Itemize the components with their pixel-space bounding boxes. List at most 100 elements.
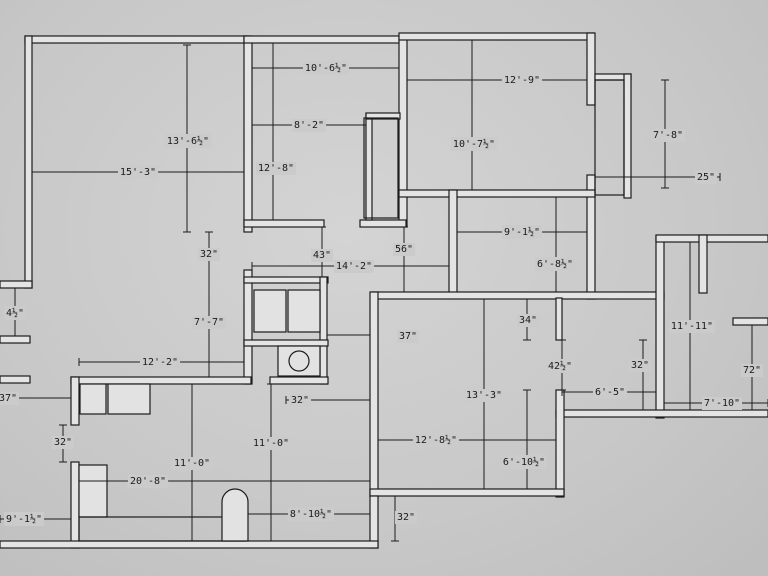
dimension-label: 8'-10½": [290, 508, 332, 520]
dimension-label: 10'-7½": [453, 138, 495, 150]
wall: [243, 339, 329, 347]
dimension-label: 11'-0": [253, 438, 289, 449]
label-background: [668, 320, 716, 333]
wall: [365, 112, 401, 120]
dimension-label: 14'-2": [336, 261, 372, 272]
label-background: [650, 129, 686, 142]
cabinet: [79, 383, 107, 415]
label-background: [310, 249, 334, 262]
label-background: [392, 243, 416, 256]
label-background: [250, 437, 292, 450]
cabinet: [287, 289, 321, 333]
wall: [655, 235, 665, 419]
label-background: [288, 394, 312, 407]
wall: [398, 189, 596, 198]
label-background: [701, 397, 743, 410]
dimension-label: 72": [743, 365, 761, 376]
dimension-label: 6'-10½": [503, 456, 545, 468]
label-background: [516, 314, 540, 327]
dimension-label: 42½": [548, 360, 572, 372]
wall: [732, 317, 768, 326]
label-background: [501, 74, 543, 87]
wall: [269, 376, 329, 385]
dimension-label: 11'-0": [174, 458, 210, 469]
wall: [243, 269, 253, 385]
wall: [586, 32, 596, 106]
label-background: [139, 356, 181, 369]
dimension-label: 25": [697, 172, 715, 183]
wall: [24, 35, 248, 44]
dimension-label: 6'-5": [595, 387, 625, 398]
label-background: [694, 171, 718, 184]
closet: [594, 79, 625, 196]
arched-opening: [221, 488, 249, 542]
wall: [555, 389, 565, 498]
wall: [369, 488, 565, 497]
wall: [0, 375, 31, 384]
dimension-label: 12'-8½": [415, 434, 457, 446]
label-background: [394, 511, 418, 524]
dimension-label: 13'-6½": [167, 135, 209, 147]
label-background: [171, 457, 213, 470]
label-background: [191, 316, 227, 329]
label-background: [197, 248, 221, 261]
wall: [70, 376, 252, 385]
dimension-label: 12'-8": [258, 163, 294, 174]
label-background: [127, 475, 169, 488]
label-background: [592, 386, 628, 399]
wall: [243, 276, 329, 284]
dimension-label: 20'-8": [130, 476, 166, 487]
label-background: [628, 359, 652, 372]
wall: [0, 335, 31, 344]
wall: [655, 234, 768, 243]
dimension-label: 37": [399, 331, 417, 342]
dimension-label: 32": [291, 395, 309, 406]
label-background: [463, 389, 505, 402]
dimension-label: 4½": [6, 307, 24, 319]
wall: [70, 376, 80, 426]
wall: [698, 234, 708, 294]
label-background: [501, 225, 543, 239]
counter: [78, 516, 246, 542]
dimension-label: 9'-1½": [504, 226, 540, 238]
dimension-label: 13'-3": [466, 390, 502, 401]
wall: [243, 35, 407, 44]
label-background: [117, 166, 159, 179]
cabinet: [253, 289, 287, 333]
label-background: [255, 162, 297, 175]
wall: [448, 189, 458, 299]
wall: [70, 461, 80, 549]
label-background: [412, 433, 460, 447]
dimension-label: 37": [0, 393, 17, 404]
label-background: [291, 119, 327, 132]
wall: [369, 495, 379, 549]
closet: [363, 117, 399, 219]
dimension-label: 7'-8": [653, 130, 683, 141]
wall: [243, 35, 253, 233]
label-background: [0, 392, 20, 405]
dimension-label: 8'-2": [294, 120, 324, 131]
dimension-label: 32": [631, 360, 649, 371]
counter: [78, 464, 108, 518]
dimension-label: 32": [200, 249, 218, 260]
wall: [623, 73, 632, 199]
dimension-label: 11'-11": [671, 321, 713, 332]
dimension-lines: [0, 39, 768, 542]
label-background: [302, 61, 350, 75]
dimension-label: 12'-9": [504, 75, 540, 86]
wall: [371, 291, 665, 300]
wall: [369, 291, 379, 498]
label-background: [534, 257, 576, 271]
dimension-labels: 13'-6½" 10'-6½" 12'-9" 7'-8" 25" 15'-3" …: [0, 61, 764, 526]
wall: [0, 540, 379, 549]
wall: [359, 219, 407, 228]
label-background: [51, 436, 75, 449]
dimension-label: 10'-6½": [305, 62, 347, 74]
label-background: [396, 330, 420, 343]
wall: [319, 276, 328, 385]
label-background: [450, 137, 498, 151]
dimension-label: 6'-8½": [537, 258, 573, 270]
wall: [0, 280, 33, 289]
